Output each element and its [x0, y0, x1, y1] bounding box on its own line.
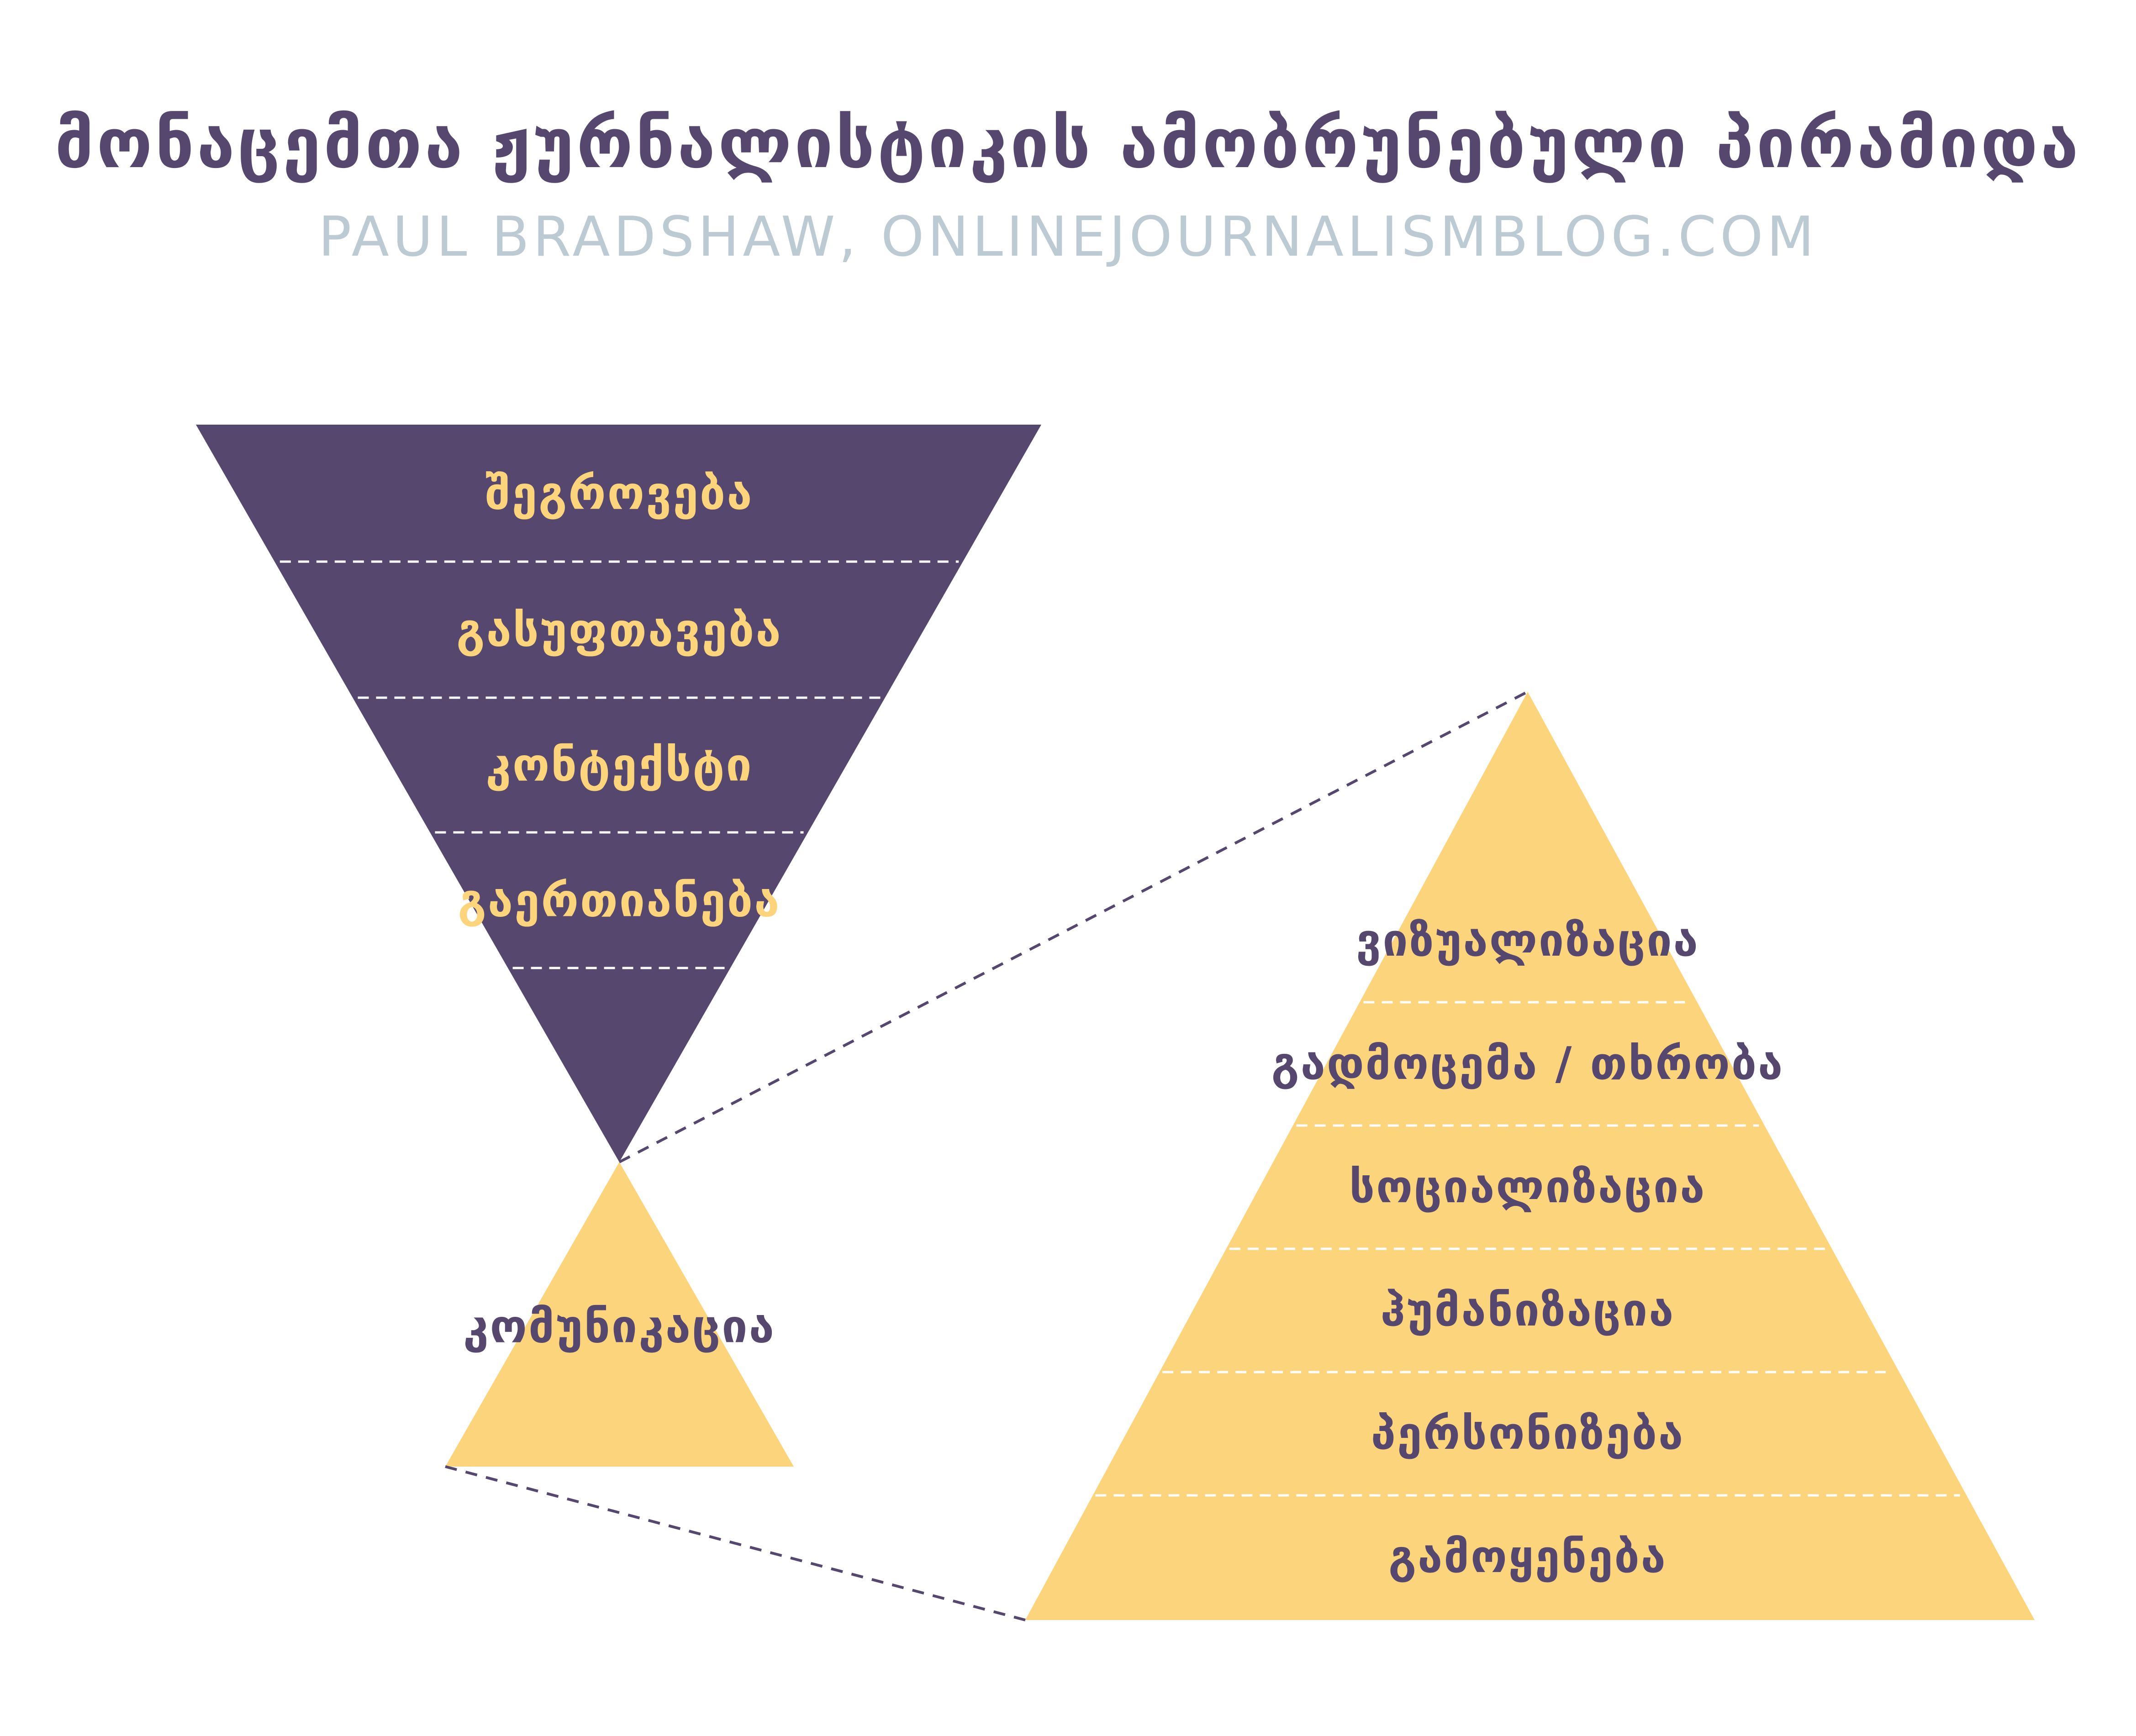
connector-line-bottom [445, 1465, 1026, 1621]
inverted-pyramid [196, 425, 1041, 1162]
page-title: მონაცემთა ჟურნალისტიკის ამობრუნებული პირ… [55, 104, 2081, 184]
small-pyramid-label: კომუნიკაცია [463, 1300, 775, 1353]
small-pyramid [445, 1162, 794, 1467]
large-layer-label-4: ჰუმანიზაცია [1381, 1284, 1675, 1336]
inverted-layer-label-3: კონტექსტი [485, 738, 753, 792]
inverted-layer-label-2: გასუფთავება [456, 604, 782, 657]
large-pyramid [1025, 692, 2035, 1620]
large-layer-label-2: გადმოცემა / თხრობა [1271, 1038, 1784, 1090]
inverted-layer-label-1: შეგროვება [485, 467, 753, 520]
page-subtitle: PAUL BRADSHAW, ONLINEJOURNALISMBLOG.COM [318, 205, 1818, 269]
inverted-layer-label-4: გაერთიანება [458, 874, 781, 927]
large-layer-label-5: პერსონიზება [1371, 1408, 1685, 1460]
inverted-pyramid-dividers [280, 560, 959, 969]
large-pyramid-dividers [1095, 1001, 1960, 1497]
large-layer-label-3: სოციალიზაცია [1349, 1161, 1706, 1213]
connector-line-top [618, 690, 1529, 1163]
large-layer-label-1: ვიზუალიზაცია [1356, 915, 1699, 967]
large-layer-label-6: გამოყენება [1388, 1531, 1667, 1583]
